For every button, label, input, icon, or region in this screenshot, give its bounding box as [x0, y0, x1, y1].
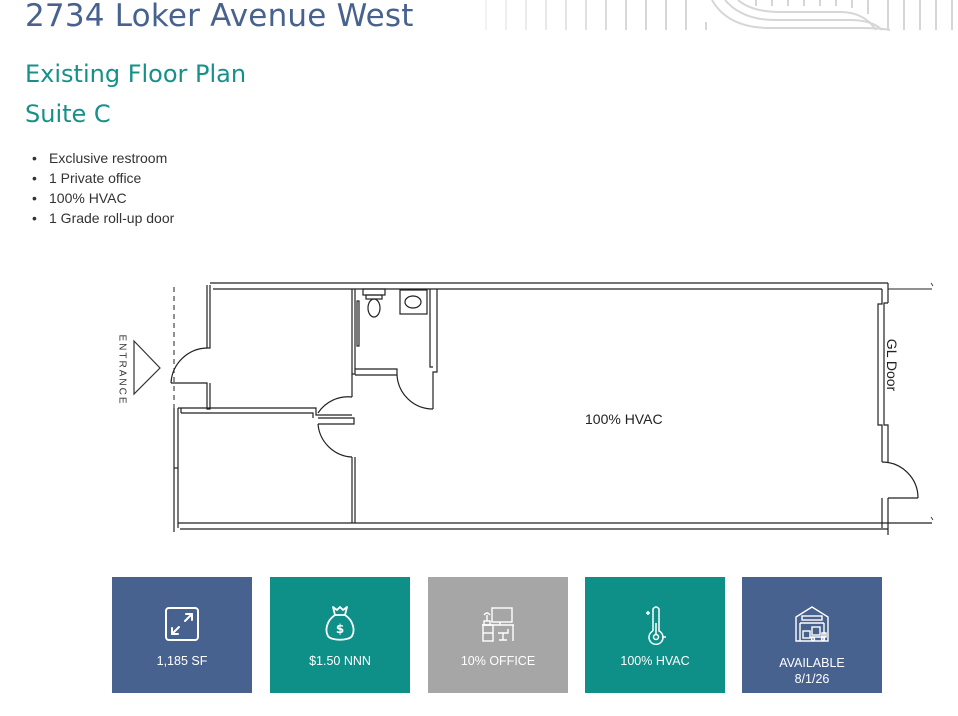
- tile-label: 100% HVAC: [620, 654, 690, 668]
- gl-door-label: GL Door: [884, 338, 900, 392]
- svg-text:$: $: [336, 622, 344, 636]
- resize-arrows-icon: [165, 607, 199, 641]
- page-subtitle: Existing Floor Plan: [25, 60, 247, 88]
- tile-rate: $ $1.50 NNN: [270, 577, 410, 693]
- entrance-label: ENTRANCE: [116, 334, 128, 406]
- tile-office: 10% OFFICE: [428, 577, 568, 693]
- availability-date: 8/1/26: [794, 672, 830, 686]
- office-desk-icon: [482, 607, 514, 642]
- property-info-tiles: 1,185 SF $ $1.50 NNN 10% OFFICE: [112, 577, 882, 693]
- tile-label: $1.50 NNN: [309, 654, 371, 668]
- suite-label: Suite C: [25, 100, 111, 128]
- feature-item: 1 Private office: [32, 168, 174, 188]
- feature-item: Exclusive restroom: [32, 148, 174, 168]
- tile-label: AVAILABLE 8/1/26: [742, 655, 882, 687]
- money-bag-icon: $: [325, 606, 355, 641]
- thermometer-icon: [646, 606, 666, 645]
- main-area-label: 100% HVAC: [585, 411, 663, 427]
- tile-hvac: 100% HVAC: [585, 577, 725, 693]
- warehouse-icon: [795, 606, 829, 642]
- feature-list: Exclusive restroom 1 Private office 100%…: [32, 148, 174, 228]
- feature-item: 1 Grade roll-up door: [32, 208, 174, 228]
- tile-availability: AVAILABLE 8/1/26: [742, 577, 882, 693]
- availability-status: AVAILABLE: [779, 656, 845, 670]
- page-title: 2734 Loker Avenue West: [25, 0, 414, 34]
- tile-label: 10% OFFICE: [460, 654, 536, 668]
- tile-label: 1,185 SF: [156, 654, 208, 668]
- floor-plan-drawing: [133, 282, 934, 535]
- tile-square-footage: 1,185 SF: [112, 577, 252, 693]
- feature-item: 100% HVAC: [32, 188, 174, 208]
- decorative-line-pattern: [485, 0, 953, 31]
